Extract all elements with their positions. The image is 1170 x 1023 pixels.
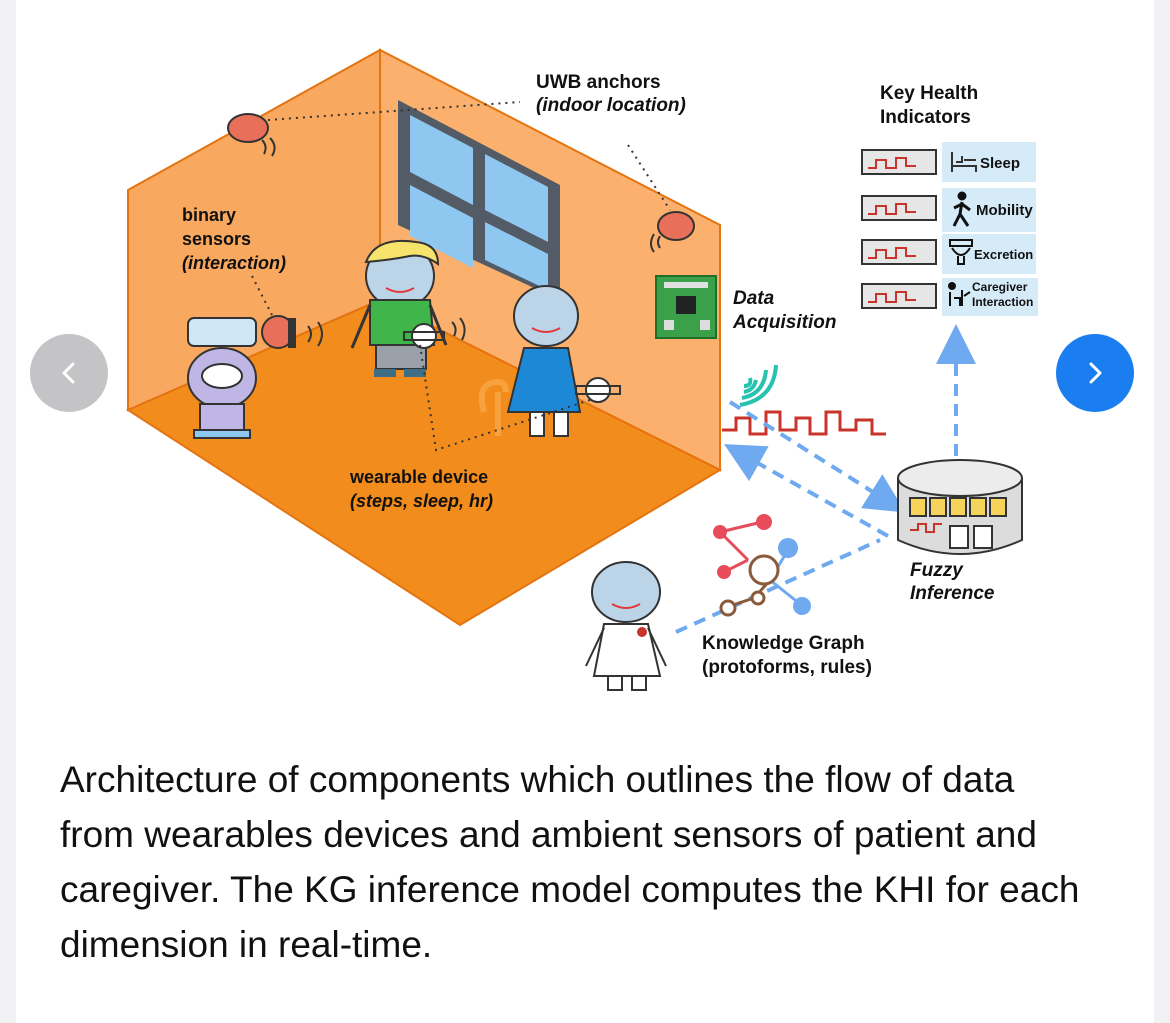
knowledge-graph-icon xyxy=(713,514,811,617)
indicator-label: Excretion xyxy=(974,247,1033,262)
doctor-figure xyxy=(585,561,667,691)
uwb-anchor-icon xyxy=(650,211,695,253)
toilet-icon xyxy=(949,239,973,265)
knowledge-graph-label: Knowledge Graph xyxy=(702,633,865,654)
figure-caption: Architecture of components which outline… xyxy=(60,759,1080,965)
toilet-icon xyxy=(187,317,257,439)
previous-slide-button[interactable] xyxy=(30,334,108,412)
khi-title: Indicators xyxy=(880,107,971,128)
indicator-label: Caregiver xyxy=(972,280,1028,294)
signal-waveform xyxy=(722,410,886,436)
uwb-anchor-icon xyxy=(227,113,276,157)
uwb-label: UWB anchors xyxy=(536,72,661,93)
database-icon xyxy=(897,459,1023,555)
chevron-left-icon xyxy=(62,362,75,384)
walking-person-icon xyxy=(952,191,971,227)
indicator-row: Mobility xyxy=(861,188,1036,232)
binary-sensors-label: sensors xyxy=(182,229,251,249)
binary-sensors-sublabel: (interaction) xyxy=(182,253,286,273)
watch-icon xyxy=(575,377,621,403)
indicator-label: Sleep xyxy=(980,155,1020,172)
architecture-figure: UWB anchors (indoor location) binary sen… xyxy=(125,48,1038,691)
indicator-label: Interaction xyxy=(972,295,1033,309)
binary-sensors-label: binary xyxy=(182,205,236,225)
binary-sensor-icon xyxy=(261,315,323,349)
indicator-row: Sleep xyxy=(861,142,1036,182)
patient-figure xyxy=(350,240,466,377)
caregiver-figure xyxy=(478,285,621,437)
indicator-label: Mobility xyxy=(976,202,1033,219)
knowledge-graph-sublabel: (protoforms, rules) xyxy=(702,657,872,678)
chevron-right-icon xyxy=(1089,362,1102,384)
khi-title: Key Health xyxy=(880,83,978,104)
caregiver-icon xyxy=(948,282,971,306)
wireless-signal-icon xyxy=(739,364,778,407)
circuit-board-icon xyxy=(655,275,717,339)
indicator-list: Sleep Mobility Excretion xyxy=(861,142,1038,316)
room-illustration xyxy=(125,48,723,627)
uwb-sublabel: (indoor location) xyxy=(536,95,686,116)
next-slide-button[interactable] xyxy=(1056,334,1134,412)
indicator-row: Excretion xyxy=(861,234,1036,274)
wearable-label: wearable device xyxy=(349,467,488,487)
data-acquisition-label: Data xyxy=(733,288,775,309)
fuzzy-inference-label: Fuzzy xyxy=(910,560,964,581)
fuzzy-inference-label: Inference xyxy=(910,583,995,604)
window-icon xyxy=(398,100,560,300)
watch-icon xyxy=(403,323,445,349)
indicator-row: Caregiver Interaction xyxy=(861,278,1038,316)
data-acquisition-label: Acquisition xyxy=(732,312,836,333)
bed-icon xyxy=(951,152,977,172)
wearable-sublabel: (steps, sleep, hr) xyxy=(350,491,493,511)
